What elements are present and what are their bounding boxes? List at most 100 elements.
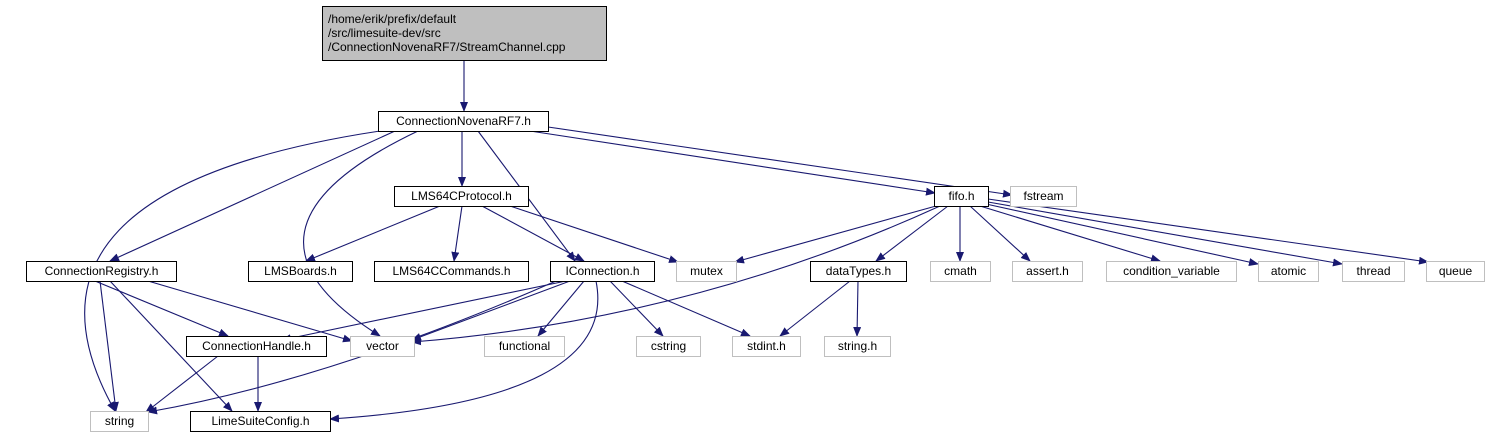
edge-iconnection-to-handle bbox=[281, 280, 567, 343]
node-box-stringh bbox=[824, 336, 891, 357]
node-label-lmsboards: LMSBoards.h bbox=[264, 264, 337, 278]
node-label-functional: functional bbox=[499, 339, 550, 353]
node-asserth: assert.h bbox=[1012, 261, 1083, 282]
node-cmath: cmath bbox=[930, 261, 991, 282]
node-box-lms64cprotocol bbox=[394, 186, 529, 207]
node-queue: queue bbox=[1426, 261, 1485, 282]
edge-iconnection-to-vector bbox=[411, 280, 571, 341]
node-label-lms64ccommands: LMS64CCommands.h bbox=[392, 264, 510, 278]
node-label-vector: vector bbox=[366, 339, 399, 353]
node-registry[interactable]: ConnectionRegistry.h bbox=[26, 261, 177, 282]
edge-fifo-to-datatypes bbox=[875, 205, 949, 262]
node-box-mutex bbox=[676, 261, 737, 282]
edge-fifo-to-mutex bbox=[734, 205, 937, 264]
edge-registry-to-handle bbox=[94, 280, 229, 337]
node-label-fstream: fstream bbox=[1023, 189, 1063, 203]
node-label-thread: thread bbox=[1356, 264, 1390, 278]
node-handle[interactable]: ConnectionHandle.h bbox=[186, 336, 327, 357]
node-condvar: condition_variable bbox=[1106, 261, 1237, 282]
node-box-vector bbox=[350, 336, 415, 357]
node-label-cstring: cstring bbox=[651, 339, 686, 353]
node-box-fifo bbox=[934, 186, 989, 207]
edge-lms64cprotocol-to-iconnection bbox=[481, 205, 585, 262]
edge-novena-to-registry bbox=[109, 130, 396, 262]
node-label-novena: ConnectionNovenaRF7.h bbox=[396, 114, 531, 128]
node-label-root-line-0: /home/erik/prefix/default bbox=[328, 12, 457, 26]
node-root[interactable]: /home/erik/prefix/default/src/limesuite-… bbox=[322, 6, 607, 61]
node-box-handle bbox=[186, 336, 327, 357]
edge-novena-to-fifo bbox=[529, 130, 936, 196]
node-label-root-line-2: /ConnectionNovenaRF7/StreamChannel.cpp bbox=[328, 40, 566, 54]
node-label-root-line-1: /src/limesuite-dev/src bbox=[328, 26, 441, 40]
node-label-mutex: mutex bbox=[690, 264, 723, 278]
node-label-fifo: fifo.h bbox=[948, 189, 974, 203]
node-box-condvar bbox=[1106, 261, 1237, 282]
node-limeconfig[interactable]: LimeSuiteConfig.h bbox=[190, 411, 331, 432]
node-novena[interactable]: ConnectionNovenaRF7.h bbox=[378, 111, 549, 132]
edge-iconnection-to-functional bbox=[537, 280, 585, 337]
node-label-stdint: stdint.h bbox=[747, 339, 786, 353]
edge-registry-to-string bbox=[99, 280, 119, 412]
node-vector: vector bbox=[350, 336, 415, 357]
node-functional: functional bbox=[484, 336, 565, 357]
edge-iconnection-to-stdint bbox=[621, 280, 751, 337]
node-label-handle: ConnectionHandle.h bbox=[202, 339, 311, 353]
edge-lms64cprotocol-to-lmsboards bbox=[305, 205, 441, 262]
edge-novena-to-vector bbox=[303, 130, 419, 337]
node-box-asserth bbox=[1012, 261, 1083, 282]
node-mutex: mutex bbox=[676, 261, 737, 282]
edge-novena-to-fstream bbox=[547, 126, 1013, 198]
edge-fifo-to-thread bbox=[987, 201, 1343, 267]
node-stringh: string.h bbox=[824, 336, 891, 357]
node-datatypes[interactable]: dataTypes.h bbox=[810, 261, 907, 282]
node-box-limeconfig bbox=[190, 411, 331, 432]
edges-layer bbox=[84, 60, 1429, 423]
node-lms64ccommands[interactable]: LMS64CCommands.h bbox=[374, 261, 529, 282]
node-string: string bbox=[90, 411, 149, 432]
node-thread: thread bbox=[1342, 261, 1405, 282]
node-iconnection[interactable]: IConnection.h bbox=[550, 261, 655, 282]
edge-fifo-to-vector bbox=[411, 205, 941, 346]
node-label-limeconfig: LimeSuiteConfig.h bbox=[211, 414, 309, 428]
edge-lms64cprotocol-to-lms64ccommands bbox=[451, 205, 463, 262]
node-box-functional bbox=[484, 336, 565, 357]
node-box-root bbox=[322, 6, 607, 61]
nodes-layer: /home/erik/prefix/default/src/limesuite-… bbox=[26, 6, 1485, 432]
node-label-registry: ConnectionRegistry.h bbox=[45, 264, 159, 278]
node-box-novena bbox=[378, 111, 549, 132]
node-box-registry bbox=[26, 261, 177, 282]
node-box-stdint bbox=[732, 336, 801, 357]
node-box-lmsboards bbox=[248, 261, 353, 282]
node-stdint: stdint.h bbox=[732, 336, 801, 357]
node-label-asserth: assert.h bbox=[1026, 264, 1069, 278]
edge-datatypes-to-stdint bbox=[779, 280, 851, 337]
node-lms64cprotocol[interactable]: LMS64CProtocol.h bbox=[394, 186, 529, 207]
node-label-stringh: string.h bbox=[838, 339, 877, 353]
node-box-lms64ccommands bbox=[374, 261, 529, 282]
edge-iconnection-to-string bbox=[147, 280, 557, 415]
edge-iconnection-to-cstring bbox=[609, 280, 664, 337]
node-box-queue bbox=[1426, 261, 1485, 282]
edge-iconnection-to-limeconfig bbox=[329, 280, 599, 423]
node-box-cmath bbox=[930, 261, 991, 282]
node-box-datatypes bbox=[810, 261, 907, 282]
node-box-atomic bbox=[1258, 261, 1319, 282]
node-fstream: fstream bbox=[1010, 186, 1077, 207]
node-fifo[interactable]: fifo.h bbox=[934, 186, 989, 207]
node-box-fstream bbox=[1010, 186, 1077, 207]
node-cstring: cstring bbox=[636, 336, 701, 357]
edge-fifo-to-atomic bbox=[985, 203, 1259, 266]
edge-handle-to-string bbox=[145, 355, 219, 413]
node-label-queue: queue bbox=[1439, 264, 1473, 278]
edge-fifo-to-condvar bbox=[979, 205, 1161, 263]
edge-registry-to-limeconfig bbox=[109, 280, 233, 412]
node-lmsboards[interactable]: LMSBoards.h bbox=[248, 261, 353, 282]
node-box-thread bbox=[1342, 261, 1405, 282]
node-label-condvar: condition_variable bbox=[1123, 264, 1220, 278]
edge-lms64cprotocol-to-mutex bbox=[509, 205, 679, 263]
node-label-atomic: atomic bbox=[1271, 264, 1306, 278]
node-label-lms64cprotocol: LMS64CProtocol.h bbox=[411, 189, 512, 203]
edge-fifo-to-asserth bbox=[969, 205, 1031, 262]
